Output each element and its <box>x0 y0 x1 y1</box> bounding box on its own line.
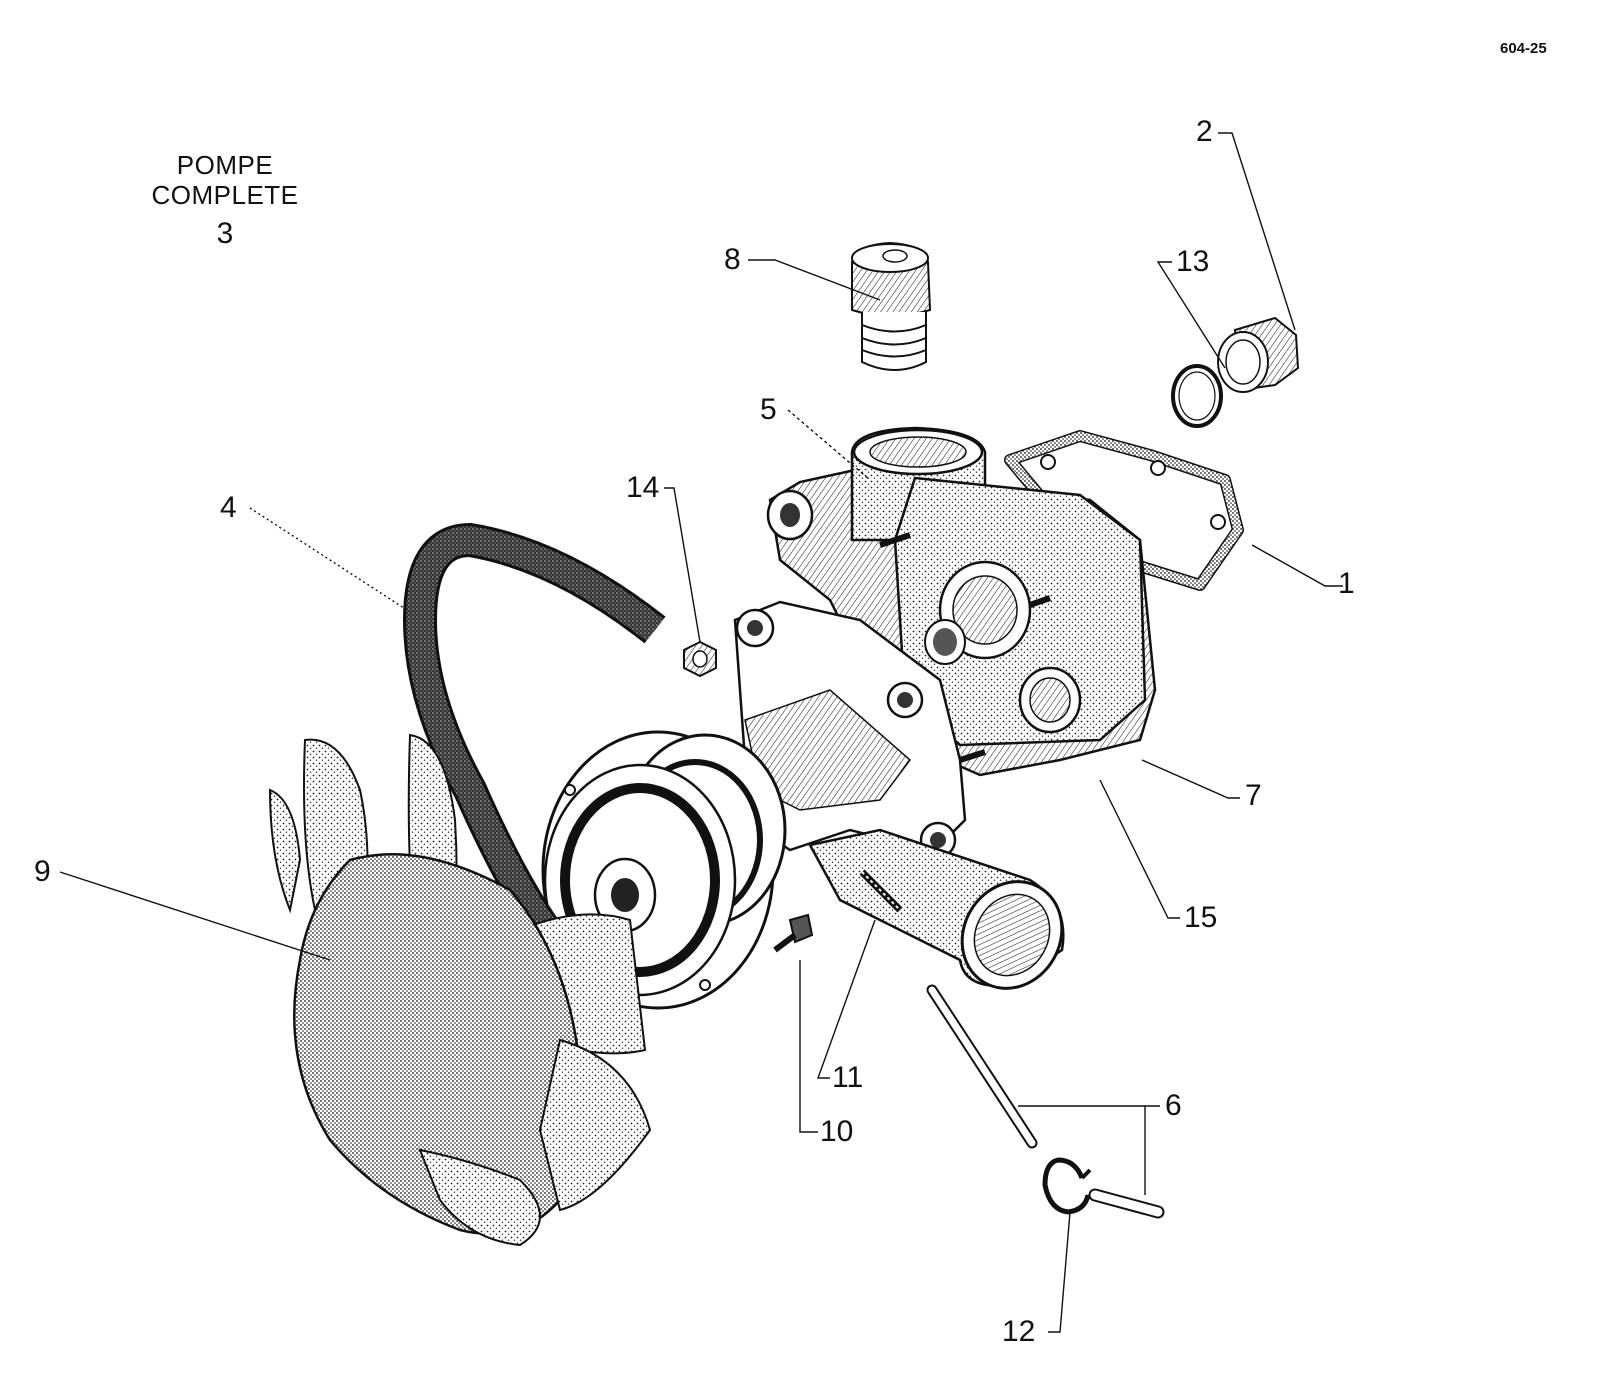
leader-11 <box>817 919 876 1079</box>
part-5-pump-body <box>766 426 1157 777</box>
leader-4 <box>249 507 411 613</box>
callout-4: 4 <box>220 491 237 524</box>
title-line-1: POMPE <box>176 150 274 180</box>
callout-15: 15 <box>1184 901 1218 934</box>
callout-1: 1 <box>1338 567 1355 600</box>
callout-10: 10 <box>820 1115 854 1148</box>
part-11-bleed-screw <box>859 869 903 913</box>
callout-14: 14 <box>626 471 660 504</box>
leader-7 <box>1141 759 1240 799</box>
part-13-washer <box>1171 364 1223 428</box>
callout-9: 9 <box>34 855 51 888</box>
part-14-nut <box>683 640 717 678</box>
assembly-title: POMPE COMPLETE 3 <box>140 150 310 254</box>
leader-8 <box>748 259 881 301</box>
callout-8: 8 <box>724 243 741 276</box>
callout-6: 6 <box>1165 1089 1182 1122</box>
part-12-hose-clip <box>1042 1157 1092 1215</box>
leader-14 <box>664 487 701 643</box>
figure-reference-code: 604-25 <box>1500 40 1547 57</box>
leader-12 <box>1048 1211 1071 1333</box>
leader-1 <box>1251 544 1343 587</box>
leader-15 <box>1099 779 1180 919</box>
callout-11: 11 <box>832 1061 864 1094</box>
leader-13 <box>1156 261 1226 369</box>
part-8-filler-cap <box>851 241 932 371</box>
callout-7: 7 <box>1245 779 1262 812</box>
title-line-2: COMPLETE <box>151 180 299 210</box>
leader-9 <box>59 871 331 961</box>
part-2-drain-plug <box>1217 316 1300 393</box>
callout-12: 12 <box>1002 1315 1036 1348</box>
leader-2 <box>1218 132 1296 331</box>
leader-lines <box>59 132 1343 1333</box>
leader-10 <box>799 960 818 1133</box>
part-6-hose <box>926 984 1165 1219</box>
callout-5: 5 <box>760 393 777 426</box>
callout-13: 13 <box>1176 245 1210 278</box>
leader-6a <box>1144 1105 1160 1195</box>
part-7-front-housing <box>733 600 1065 990</box>
title-part-number: 3 <box>216 217 234 250</box>
pulley <box>541 730 787 1010</box>
part-9-fan <box>268 733 652 1247</box>
callout-2: 2 <box>1196 115 1213 148</box>
part-10-bolt <box>773 913 814 953</box>
part-4-v-belt <box>402 522 666 940</box>
